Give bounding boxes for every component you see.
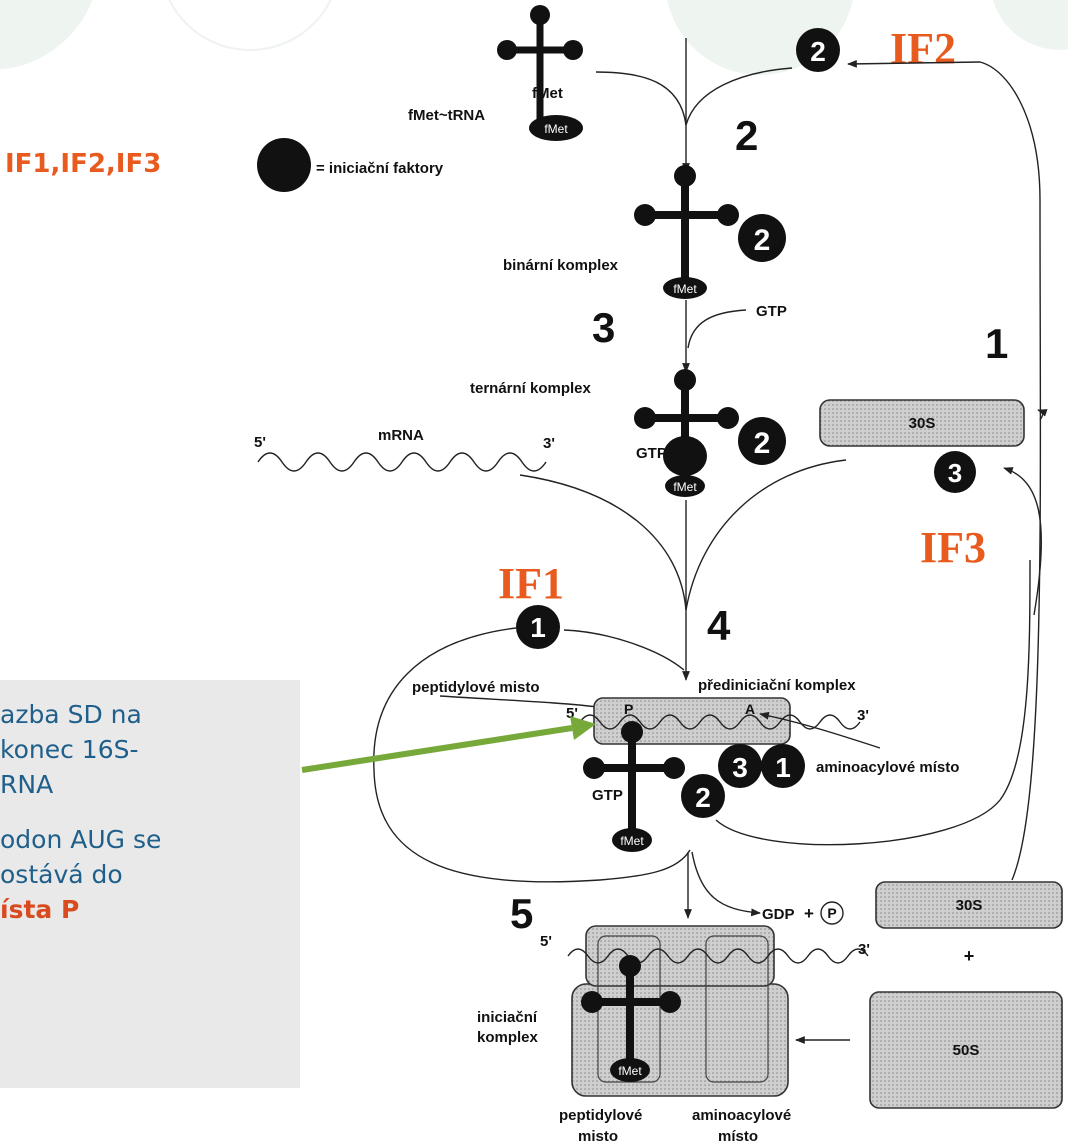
aminoacyl-bottom-label-2: místo — [718, 1128, 758, 1145]
ribosome-30s-subunit: 30S — [820, 400, 1024, 446]
svg-text:30S: 30S — [956, 897, 983, 914]
svg-text:3: 3 — [948, 458, 962, 488]
note-line-5: ostává do — [0, 860, 123, 889]
if1-factor-preinitiation: 1 — [761, 744, 805, 788]
peptidyl-bottom-label-1: peptidylové — [559, 1107, 642, 1124]
step-3: 3 — [592, 304, 615, 351]
if1-factor-loop: 1 — [516, 605, 560, 649]
svg-text:fMet: fMet — [673, 480, 697, 494]
svg-text:50S: 50S — [953, 1042, 980, 1059]
svg-text:fMet: fMet — [618, 1064, 642, 1078]
step-5: 5 — [510, 890, 533, 937]
trna-ternary-complex: fMet — [634, 369, 739, 497]
initiation-5prime: 5' — [540, 933, 552, 950]
complex-3prime: 3' — [857, 707, 869, 724]
if2-factor-preinitiation: 2 — [681, 774, 725, 818]
gdp-label: GDP — [762, 906, 795, 923]
note-line-4: odon AUG se — [0, 825, 161, 854]
note-line-2: konec 16S- — [0, 735, 139, 764]
svg-text:1: 1 — [775, 752, 791, 783]
gtp-label-preinitiation: GTP — [592, 787, 623, 804]
gtp-label-binary: GTP — [756, 303, 787, 320]
if3-factor-30s: 3 — [934, 451, 976, 493]
svg-text:2: 2 — [695, 782, 711, 813]
trna-binary-complex: fMet — [634, 165, 739, 299]
plus-sign: + — [804, 904, 814, 923]
initiation-complex: fMet — [568, 926, 868, 1096]
legend-text: = iniciační faktory — [316, 160, 444, 177]
peptidyl-bottom-label-2: misto — [578, 1128, 618, 1145]
site-a-label: A — [745, 701, 755, 717]
svg-text:1: 1 — [530, 612, 546, 643]
if2-factor-top: 2 — [796, 28, 840, 72]
step-4: 4 — [707, 602, 731, 649]
ribosome-30s-free: 30S — [876, 882, 1062, 928]
mrna-5prime: 5' — [254, 434, 266, 451]
note-line-1: azba SD na — [0, 700, 142, 729]
site-p-label: P — [624, 701, 633, 717]
if2-factor-ternary: 2 — [738, 417, 786, 465]
fmet-label: fMet — [544, 122, 568, 136]
factor-legend-icon — [257, 138, 311, 192]
if2-number: 2 — [810, 36, 826, 67]
if2-label: IF2 — [890, 24, 956, 73]
phosphate-label: P — [827, 905, 836, 921]
gtp-label-ternary: GTP — [636, 445, 667, 462]
svg-text:2: 2 — [754, 427, 771, 460]
initiation-complex-label-2: komplex — [477, 1029, 539, 1046]
ternary-complex-label: ternární komplex — [470, 380, 592, 397]
svg-text:fMet: fMet — [620, 834, 644, 848]
trna-fmet-top: fMet — [497, 5, 583, 141]
svg-text:30S: 30S — [909, 415, 936, 432]
svg-text:3: 3 — [732, 752, 748, 783]
binary-complex-label: binární komplex — [503, 257, 619, 274]
if3-label: IF3 — [920, 523, 986, 572]
initiation-3prime: 3' — [858, 941, 870, 958]
fmet-superscript-label: fMet — [532, 85, 563, 102]
if2-factor-binary: 2 — [738, 214, 786, 262]
mrna-label: mRNA — [378, 427, 424, 444]
preinitiation-complex: P A — [580, 698, 860, 744]
ribosome-50s-free: 50S — [870, 992, 1062, 1108]
aminoacyl-bottom-label-1: aminoacylové — [692, 1107, 791, 1124]
note-line-3: RNA — [0, 770, 53, 799]
peptidyl-site-label: peptidylové misto — [412, 679, 540, 696]
mrna-strand — [258, 453, 546, 471]
initiation-complex-label-1: iniciační — [477, 1009, 538, 1026]
aminoacyl-site-label: aminoacylové místo — [816, 759, 959, 776]
plus-between-subunits: + — [964, 946, 975, 966]
if1-label: IF1 — [498, 559, 564, 608]
annotation-note-box: azba SD na konec 16S- RNA odon AUG se os… — [0, 680, 300, 1088]
preinitiation-complex-label: přediniciační komplex — [698, 677, 856, 694]
annotation-arrow — [302, 728, 572, 770]
mrna-3prime: 3' — [543, 435, 555, 452]
factors-label: IF1,IF2,IF3 — [5, 149, 161, 179]
annotation-arrowhead — [570, 716, 596, 740]
step-1: 1 — [985, 320, 1008, 367]
svg-text:2: 2 — [754, 224, 771, 257]
step-2: 2 — [735, 112, 758, 159]
note-line-6: ísta P — [0, 895, 79, 924]
fmet-trna-label: fMet~tRNA — [408, 107, 485, 124]
fmet-label: fMet — [673, 282, 697, 296]
if3-factor-preinitiation: 3 — [718, 744, 762, 788]
